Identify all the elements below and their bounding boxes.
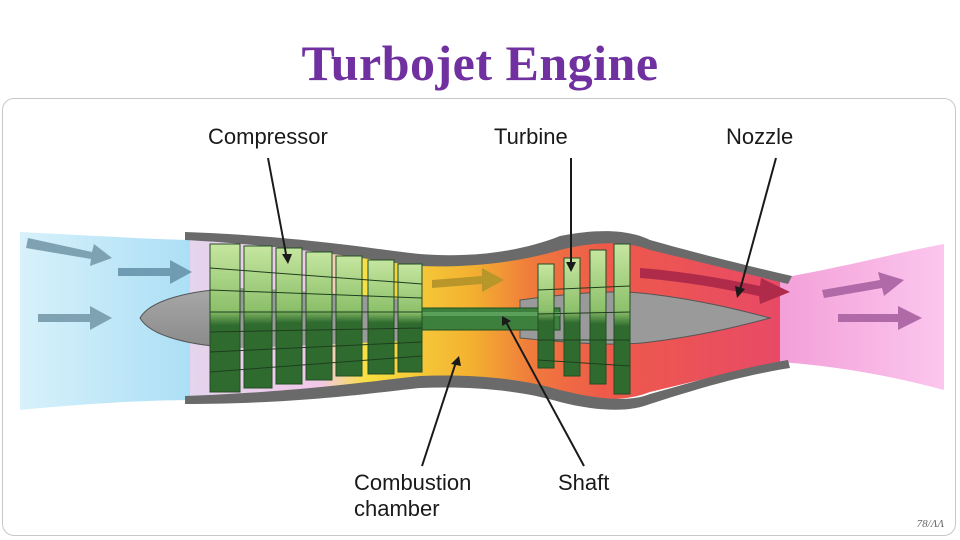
label-leader-lines [267,157,777,467]
intake-air-region [20,232,200,410]
nozzle-flow-arrow [640,268,790,304]
intake-arrow [38,306,112,330]
engine-casing-bottom [185,360,790,410]
compressor-stage [305,251,333,381]
combustion-chamber-label-line2: chamber [354,496,440,521]
turbine-blade-segments [537,285,631,367]
shaft-label: Shaft [558,470,609,495]
engine-casing-top [185,231,792,284]
turbine-stage [589,249,607,385]
intake-arrow [26,238,112,266]
slide-title: Turbojet Engine [301,35,659,91]
nozzle-label: Nozzle [726,124,793,149]
compressor-label: Compressor [208,124,328,149]
compressor-stage [275,247,303,385]
compressor-stage [243,245,273,389]
intake-arrow [118,260,192,284]
intake-arrows [26,238,192,330]
turbine-label: Turbine [494,124,568,149]
turbine-stage [537,263,555,369]
compressor-stage [367,259,395,375]
compressor-stage [335,255,363,377]
turbine-stage [563,257,581,377]
slide-page-number: 78/ΛΛ [916,518,944,530]
exhaust-arrow [822,272,904,298]
exhaust-arrows [822,272,922,330]
combustion-chamber-label-line1: Combustion [354,470,471,495]
exhaust-arrow [838,306,922,330]
turbine-stage [613,243,631,395]
compressor-blade-segments [209,267,423,373]
combustion-flow-arrow [432,268,504,292]
drive-shaft-highlight [420,312,560,316]
